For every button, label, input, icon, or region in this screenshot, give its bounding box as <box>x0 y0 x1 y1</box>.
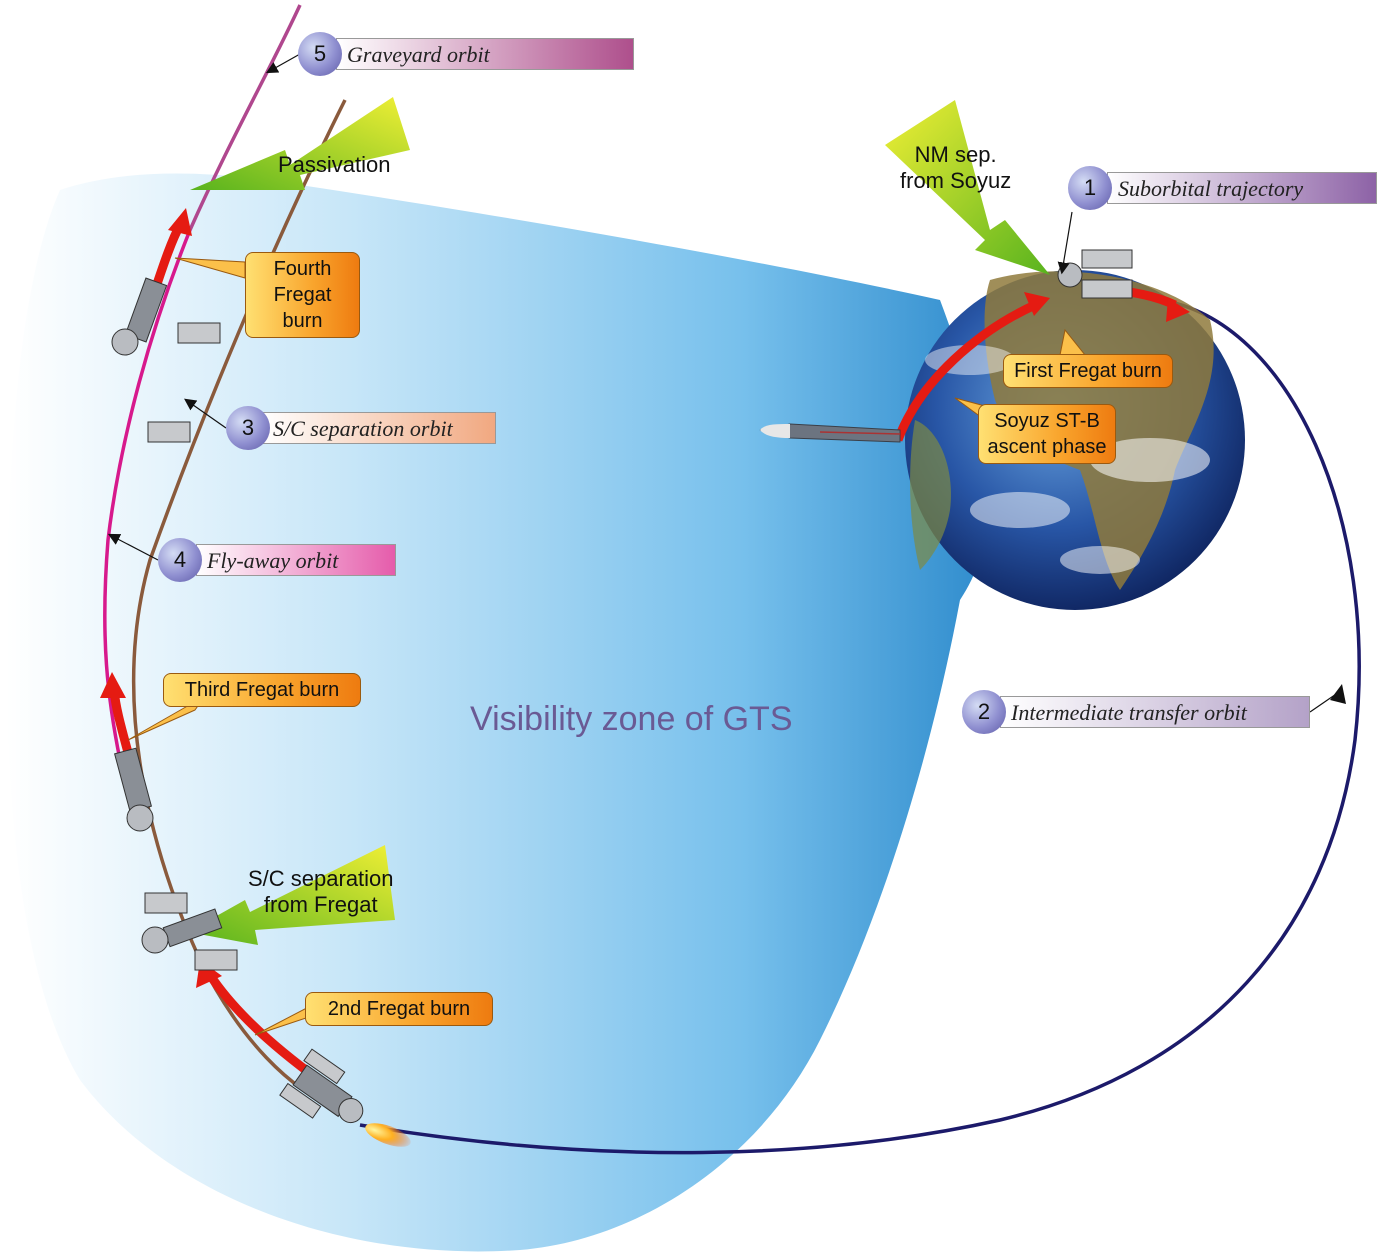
sc-separation-arrow <box>188 845 395 945</box>
fourth-burn-callout: Fourth Fregat burn <box>245 252 360 338</box>
orbit-badge-1: 1 <box>1068 166 1112 210</box>
fourth-burn-arrowhead <box>168 208 192 236</box>
visibility-zone-label: Visibility zone of GTS <box>470 700 793 738</box>
sc-separation-label: S/C separation from Fregat <box>248 866 394 917</box>
pointer-2 <box>1309 689 1343 713</box>
orbit-tag-5-text: Graveyard orbit <box>347 42 490 67</box>
spacecraft-fourth <box>111 277 221 356</box>
third-burn-callout: Third Fregat burn <box>163 673 361 707</box>
transfer-orbit-arrowhead <box>1330 684 1346 704</box>
soyuz-rocket <box>759 423 901 443</box>
orbit-badge-2: 2 <box>962 690 1006 734</box>
nm-separation-label: NM sep. from Soyuz <box>900 142 1012 193</box>
ascent-arc <box>893 300 1037 442</box>
orbit-tag-4: Fly-away orbit <box>196 544 396 576</box>
orbit-tag-3-text: S/C separation orbit <box>273 416 453 441</box>
passivation-label: Passivation <box>278 152 391 177</box>
engine-flame <box>365 1123 411 1147</box>
orbit-tag-1: Suborbital trajectory <box>1107 172 1377 204</box>
passivation-arrow <box>190 97 410 190</box>
earth-cloud-1 <box>1090 438 1210 482</box>
first-burn-arrowhead <box>1166 298 1190 322</box>
pointer-5 <box>265 53 301 74</box>
third-burn-arrowhead <box>100 672 126 698</box>
nm-separation-arrow <box>885 100 1050 275</box>
pointer-1 <box>1057 211 1073 275</box>
pointer-3 <box>184 398 227 429</box>
orbit-badge-4: 4 <box>158 538 202 582</box>
spacecraft-separation-2 <box>141 892 238 971</box>
orbit-tag-4-text: Fly-away orbit <box>207 548 339 573</box>
earth-landmass-americas <box>910 420 951 570</box>
ascent-callout: Soyuz ST-B ascent phase <box>978 404 1116 464</box>
spacecraft-separation-1 <box>147 421 191 443</box>
fregat-stage-transfer <box>279 1048 364 1124</box>
orbit-tag-3: S/C separation orbit <box>262 412 496 444</box>
earth-cloud-2 <box>970 492 1070 528</box>
orbit-tag-2: Intermediate transfer orbit <box>1000 696 1310 728</box>
orbit-tag-1-text: Suborbital trajectory <box>1118 176 1304 201</box>
orbit-tag-5: Graveyard orbit <box>336 38 634 70</box>
first-burn-callout: First Fregat burn <box>1003 354 1173 388</box>
orbit-tag-2-text: Intermediate transfer orbit <box>1011 700 1247 725</box>
intermediate-transfer-orbit-line <box>359 298 1361 1155</box>
second-burn-callout: 2nd Fregat burn <box>305 992 493 1026</box>
ascent-arrowhead <box>1024 292 1050 316</box>
spacecraft-third <box>113 747 154 832</box>
pointer-4 <box>107 533 159 561</box>
orbit-badge-3: 3 <box>226 406 270 450</box>
earth-cloud-3 <box>1060 546 1140 574</box>
graveyard-orbit-line <box>188 4 302 231</box>
orbit-badge-5: 5 <box>298 32 342 76</box>
